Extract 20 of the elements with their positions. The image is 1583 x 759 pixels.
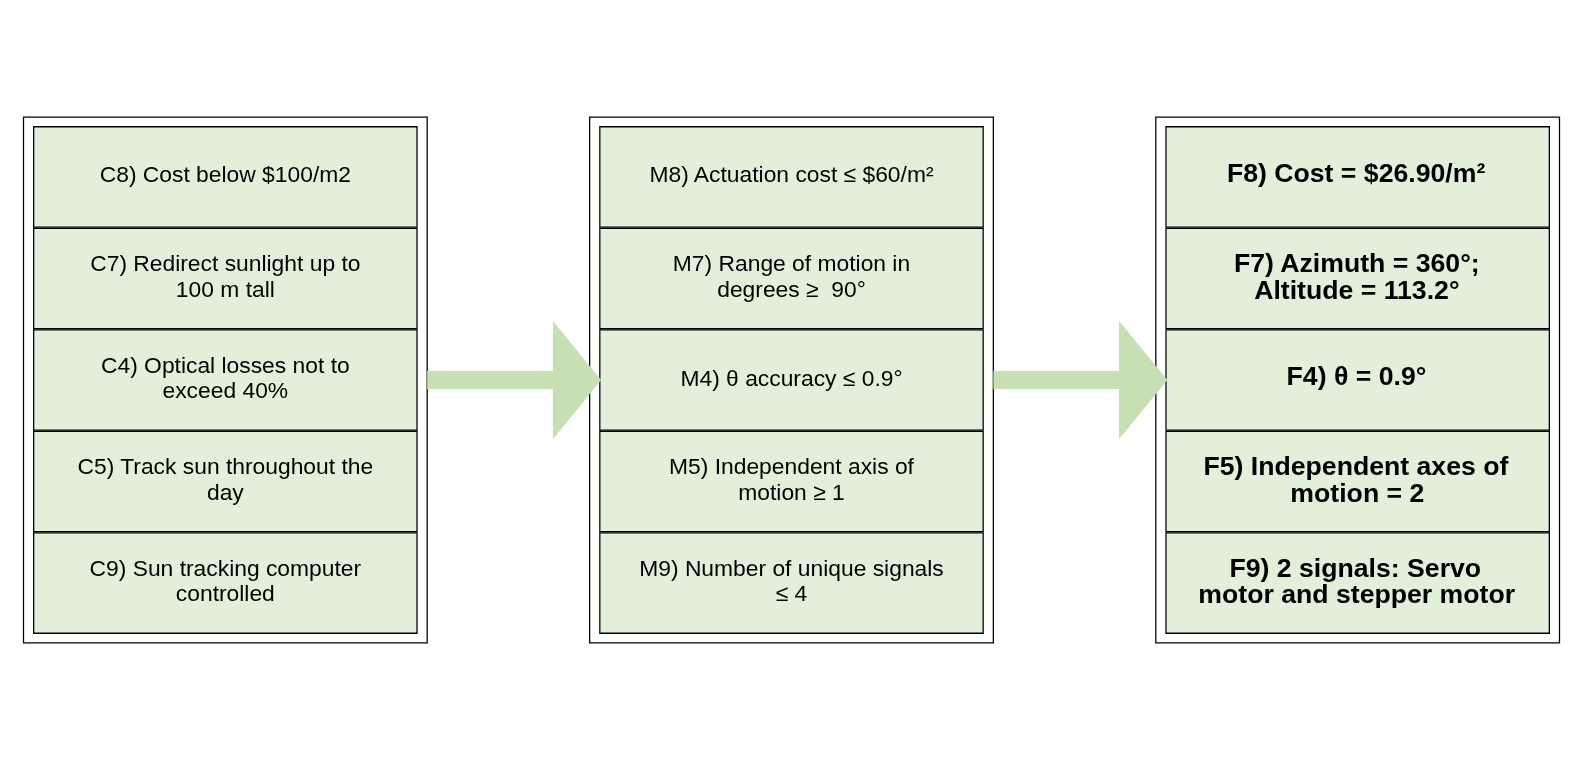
node-box: F4) θ = 0.9° (1165, 328, 1550, 431)
node-box: C8) Cost below $100/m2 (33, 125, 418, 228)
node-box: F9) 2 signals: Servo motor and stepper motor (1165, 531, 1550, 634)
cluster (22, 116, 428, 643)
node-box: M9) Number of unique signals ≤ 4 (599, 531, 984, 634)
cluster (589, 116, 994, 643)
node-box: C7) Redirect sunlight up to 100 m tall (33, 227, 418, 329)
arrow (427, 320, 602, 439)
cluster (1155, 116, 1561, 643)
node-box: C5) Track sun throughout the day (33, 430, 418, 532)
node-box: F7) Azimuth = 360°; Altitude = 113.2° (1165, 227, 1550, 329)
arrow (993, 320, 1168, 439)
node-box: M5) Independent axis of motion ≥ 1 (599, 430, 984, 532)
node-box: C9) Sun tracking computer controlled (33, 531, 418, 634)
node-box: C4) Optical losses not to exceed 40% (33, 328, 418, 431)
node-box: M8) Actuation cost ≤ $60/m² (599, 125, 984, 228)
node-box: M7) Range of motion in degrees ≥ 90° (599, 227, 984, 329)
node-box: F8) Cost = $26.90/m² (1165, 125, 1550, 228)
node-box: M4) θ accuracy ≤ 0.9° (599, 328, 984, 431)
node-box: F5) Independent axes of motion = 2 (1165, 430, 1550, 532)
